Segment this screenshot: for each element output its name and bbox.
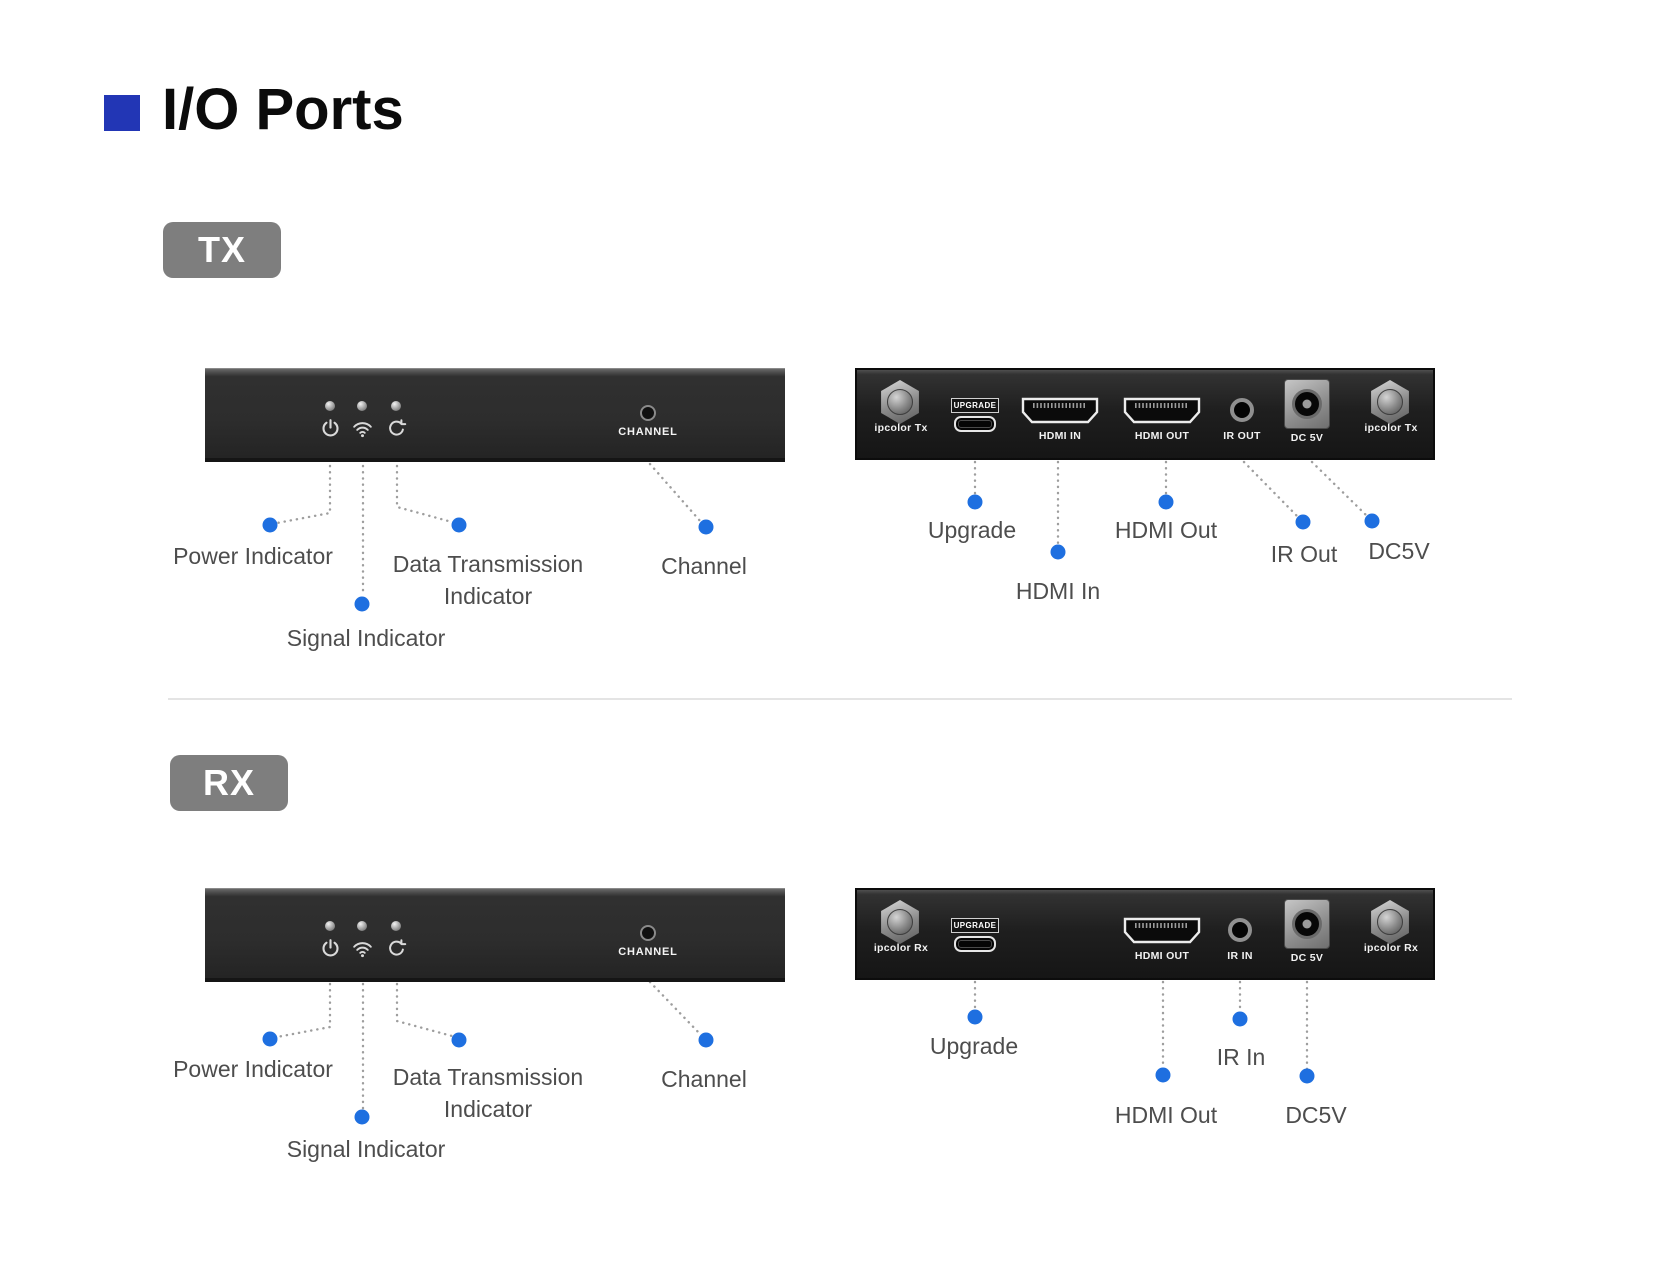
power-led bbox=[317, 921, 343, 959]
rx-callout-data-line2: Indicator bbox=[443, 1096, 533, 1123]
rx-callout-dc5v: DC5V bbox=[1285, 1102, 1347, 1128]
tx-callout-hdmi-out: HDMI Out bbox=[1114, 517, 1218, 543]
rx-dot-channel bbox=[698, 1032, 714, 1048]
rx-dot-upgrade bbox=[967, 1009, 983, 1025]
hdmi-in-port-label: HDMI IN bbox=[1038, 430, 1082, 442]
antenna-left-label: ipcolor Rx bbox=[873, 942, 929, 954]
tx-callout-dc5v: DC5V bbox=[1368, 538, 1430, 564]
rx-callout-data-line1: Data Transmission bbox=[392, 1064, 584, 1090]
rx-badge: RX bbox=[170, 755, 288, 811]
power-icon bbox=[321, 419, 339, 437]
antenna-connector-icon bbox=[878, 380, 922, 424]
tx-dot-signal bbox=[354, 596, 370, 612]
page-title: I/O Ports bbox=[162, 77, 404, 142]
upgrade-port-label: UPGRADE bbox=[951, 398, 999, 413]
channel-button-label: CHANNEL bbox=[618, 946, 678, 958]
ir-out-port-label: IR OUT bbox=[1223, 430, 1261, 442]
rx-rear-panel: ipcolor Rx UPGRADE HDMI OUT IR IN DC 5V … bbox=[855, 888, 1435, 980]
refresh-icon bbox=[388, 419, 406, 436]
rx-dot-ir-in bbox=[1232, 1011, 1248, 1027]
tx-dot-channel bbox=[698, 519, 714, 535]
data-led bbox=[383, 401, 409, 439]
tx-dot-dc5v bbox=[1364, 513, 1380, 529]
section-bullet-icon bbox=[104, 94, 140, 131]
tx-callout-hdmi-in: HDMI In bbox=[1015, 578, 1101, 604]
rx-front-panel: CHANNEL bbox=[205, 888, 785, 982]
hdmi-out-port-label: HDMI OUT bbox=[1134, 430, 1190, 442]
refresh-icon bbox=[388, 939, 406, 956]
dc-port-label: DC 5V bbox=[1290, 432, 1324, 444]
tx-dot-upgrade bbox=[967, 494, 983, 510]
led-hole bbox=[391, 401, 401, 411]
rx-dot-dc5v bbox=[1299, 1068, 1315, 1084]
rx-callout-data: Data Transmission Indicator bbox=[393, 1061, 583, 1125]
rx-callout-channel: Channel bbox=[661, 1066, 747, 1092]
channel-control: CHANNEL bbox=[608, 925, 688, 958]
hdmi-out-port bbox=[1123, 397, 1201, 424]
tx-dot-ir-out bbox=[1295, 514, 1311, 530]
micro-usb-port bbox=[954, 936, 996, 952]
antenna-right-label: ipcolor Tx bbox=[1364, 422, 1418, 434]
channel-control: CHANNEL bbox=[608, 405, 688, 438]
section-divider bbox=[168, 698, 1512, 700]
channel-button-label: CHANNEL bbox=[618, 426, 678, 438]
rx-callout-power: Power Indicator bbox=[173, 1056, 333, 1082]
tx-callout-upgrade: Upgrade bbox=[927, 517, 1017, 543]
hdmi-out-port-label: HDMI OUT bbox=[1134, 950, 1190, 962]
rx-dot-signal bbox=[354, 1109, 370, 1125]
tx-dot-hdmi-out bbox=[1158, 494, 1174, 510]
channel-button bbox=[640, 405, 656, 421]
tx-callout-channel: Channel bbox=[661, 553, 747, 579]
tx-callout-data: Data Transmission Indicator bbox=[393, 548, 583, 612]
dc-power-jack bbox=[1284, 379, 1330, 429]
led-hole bbox=[391, 921, 401, 931]
rx-callout-hdmi-out: HDMI Out bbox=[1114, 1102, 1218, 1128]
dc-power-jack bbox=[1284, 899, 1330, 949]
data-led bbox=[383, 921, 409, 959]
power-icon bbox=[321, 939, 339, 957]
ir-in-jack bbox=[1228, 918, 1252, 942]
antenna-right-label: ipcolor Rx bbox=[1363, 942, 1419, 954]
tx-badge: TX bbox=[163, 222, 281, 278]
rx-callout-upgrade: Upgrade bbox=[929, 1033, 1019, 1059]
led-hole bbox=[325, 921, 335, 931]
antenna-connector-icon bbox=[878, 900, 922, 944]
rx-dot-hdmi-out bbox=[1155, 1067, 1171, 1083]
ir-in-port-label: IR IN bbox=[1227, 950, 1253, 962]
led-hole bbox=[357, 401, 367, 411]
antenna-connector-icon bbox=[1368, 380, 1412, 424]
tx-callout-ir-out: IR Out bbox=[1270, 541, 1338, 567]
micro-usb-port bbox=[954, 416, 996, 432]
ir-out-jack bbox=[1230, 398, 1254, 422]
wifi-icon bbox=[352, 942, 372, 958]
antenna-connector-icon bbox=[1368, 900, 1412, 944]
section-header: I/O Ports bbox=[104, 76, 404, 143]
tx-callout-data-line1: Data Transmission bbox=[392, 551, 584, 577]
tx-dot-power bbox=[262, 517, 278, 533]
tx-dot-data bbox=[451, 517, 467, 533]
led-hole bbox=[325, 401, 335, 411]
wifi-icon bbox=[352, 422, 372, 438]
rx-dot-data bbox=[451, 1032, 467, 1048]
tx-dot-hdmi-in bbox=[1050, 544, 1066, 560]
signal-led bbox=[349, 921, 375, 959]
hdmi-in-port bbox=[1021, 397, 1099, 424]
tx-rear-panel: ipcolor Tx UPGRADE HDMI IN HDMI OUT IR O… bbox=[855, 368, 1435, 460]
hdmi-out-port bbox=[1123, 917, 1201, 944]
dc-port-label: DC 5V bbox=[1290, 952, 1324, 964]
tx-callout-signal: Signal Indicator bbox=[286, 625, 446, 651]
signal-led bbox=[349, 401, 375, 439]
led-hole bbox=[357, 921, 367, 931]
rx-dot-power bbox=[262, 1031, 278, 1047]
rx-callout-signal: Signal Indicator bbox=[286, 1136, 446, 1162]
rx-callout-ir-in: IR In bbox=[1216, 1044, 1266, 1070]
channel-button bbox=[640, 925, 656, 941]
antenna-left-label: ipcolor Tx bbox=[874, 422, 928, 434]
upgrade-port-label: UPGRADE bbox=[951, 918, 999, 933]
tx-callout-power: Power Indicator bbox=[173, 543, 333, 569]
tx-callout-data-line2: Indicator bbox=[443, 583, 533, 610]
power-led bbox=[317, 401, 343, 439]
tx-front-panel: CHANNEL bbox=[205, 368, 785, 462]
